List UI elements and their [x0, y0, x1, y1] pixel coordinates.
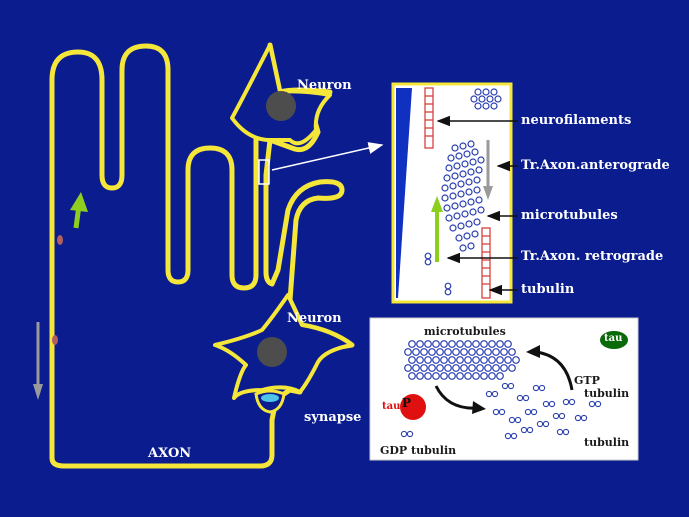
label-axon: AXON [148, 446, 192, 461]
neurofilament-top [424, 87, 434, 149]
label-microtubules: microtubules [521, 208, 618, 223]
neurofilament-bottom [481, 227, 491, 299]
label-gtp: GTP [574, 374, 600, 387]
axon-membrane [396, 88, 412, 298]
label-tau-p: tau [382, 401, 401, 412]
cycle-panel [369, 317, 639, 461]
tubulin-dimers [424, 252, 452, 296]
label-retrograde: Tr.Axon. retrograde [521, 249, 664, 264]
label-free-tubulin: tubulin [584, 436, 630, 449]
neuron-top-body [230, 43, 332, 146]
label-tau: tau [604, 333, 623, 344]
label-cycle-microtubules: microtubules [424, 325, 506, 338]
polymerize-arrow [535, 350, 574, 391]
label-tubulin: tubulin [521, 282, 575, 297]
zoom-marker [258, 159, 270, 185]
label-synapse: synapse [304, 410, 362, 425]
label-p: P [402, 396, 412, 410]
zoom-panel [391, 82, 518, 304]
microtubule-polymer [404, 340, 520, 380]
tau-phosphorylated [400, 394, 426, 420]
label-neuron-top: Neuron [297, 78, 352, 93]
zoom-pointer-lines [436, 115, 518, 296]
zoom-pointer [271, 142, 384, 171]
label-gdp-tubulin: GDP tubulin [380, 444, 457, 457]
axon-anterograde-arrow [70, 192, 88, 229]
label-anterograde: Tr.Axon.anterograde [521, 158, 670, 173]
axon-retrograde-arrow [33, 322, 43, 400]
free-tubulin-dimers [400, 382, 602, 440]
nucleus-top [266, 91, 296, 121]
microtubule-bundle-main [441, 140, 485, 252]
nucleus-bottom [257, 337, 287, 367]
neuron-bottom-body [213, 293, 354, 414]
label-gtp-tubulin: tubulin [584, 387, 630, 400]
axon-vesicle-1 [57, 235, 63, 245]
label-neuron-bottom: Neuron [287, 311, 342, 326]
microtubule-bundle-top [470, 88, 502, 110]
tau-protein [600, 331, 628, 349]
synapse-vesicle [261, 394, 279, 402]
axon-vesicle-2 [52, 335, 58, 345]
label-neurofilaments: neurofilaments [521, 113, 632, 128]
zoom-anterograde-arrow [431, 196, 443, 262]
zoom-retrograde-arrow [483, 140, 493, 200]
